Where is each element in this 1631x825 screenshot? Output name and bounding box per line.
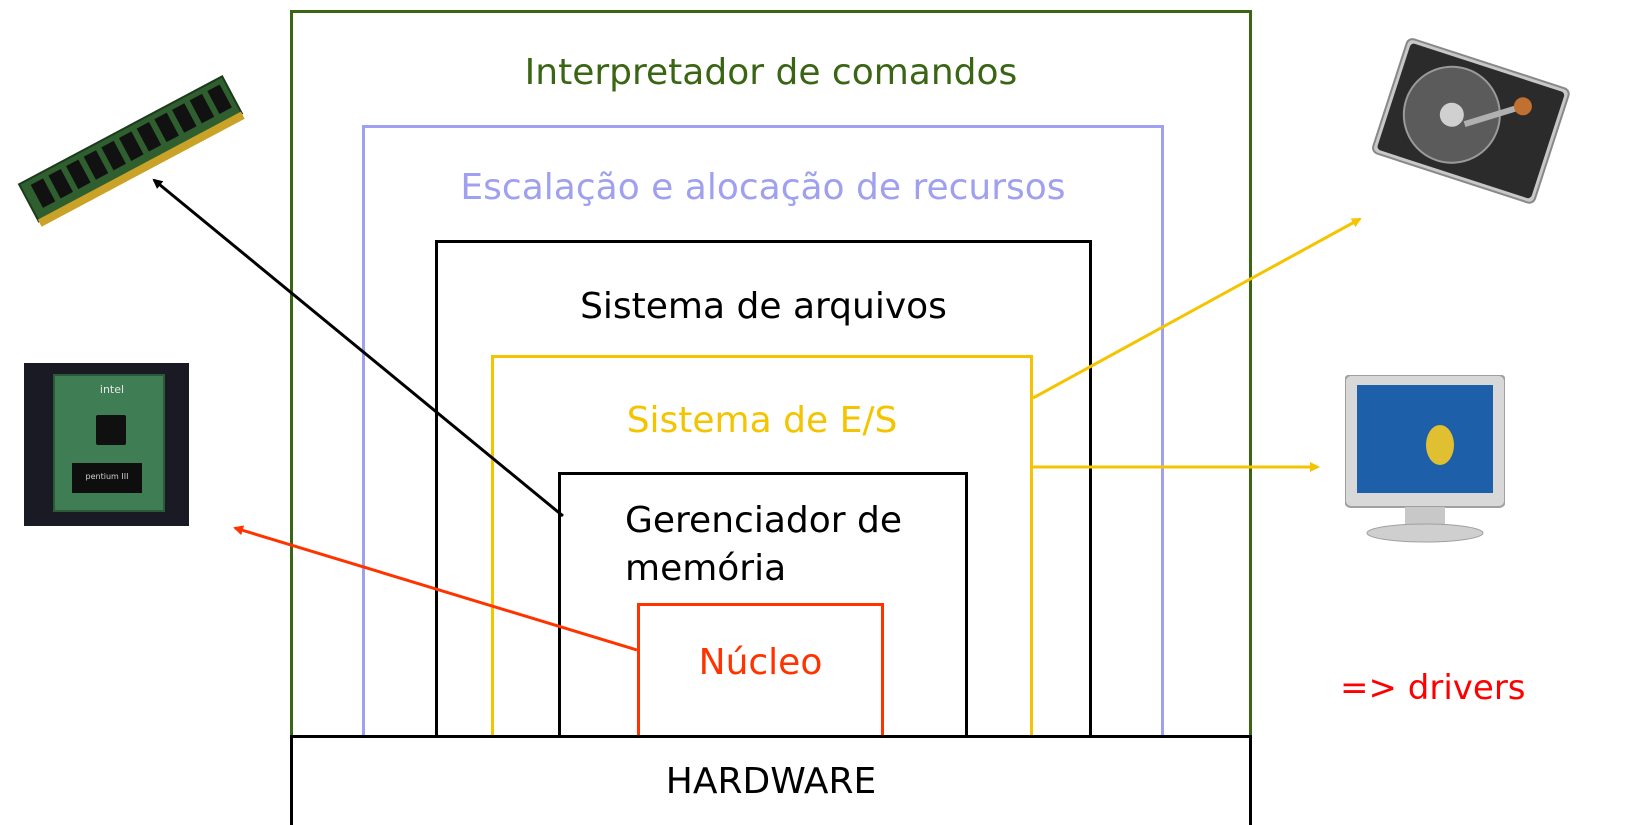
memory-manager-layer: Gerenciador de memória [558,472,968,735]
ram-module-icon [17,74,245,227]
command-interpreter-label: Interpretador de comandos [524,52,1018,93]
io-system-label: Sistema de E/S [626,400,898,441]
hardware-box: HARDWARE [290,735,1252,825]
cpu-chip-icon: intel pentium III [24,363,189,526]
hard-disk-icon [1372,38,1570,204]
drivers-note: => drivers [1340,668,1526,708]
memory-manager-label-line1: Gerenciador de [625,500,902,541]
memory-manager-label-line2: memória [625,548,787,589]
scheduling-label: Escalação e alocação de recursos [460,167,1066,208]
svg-text:intel: intel [100,383,124,396]
monitor-icon [1345,375,1505,543]
kernel-label: Núcleo [698,642,823,683]
memory-manager-label: Gerenciador de memória [625,497,902,593]
file-system-label: Sistema de arquivos [580,286,947,327]
hardware-label: HARDWARE [665,761,877,802]
kernel-layer: Núcleo [637,603,884,735]
svg-text:pentium III: pentium III [86,472,129,481]
